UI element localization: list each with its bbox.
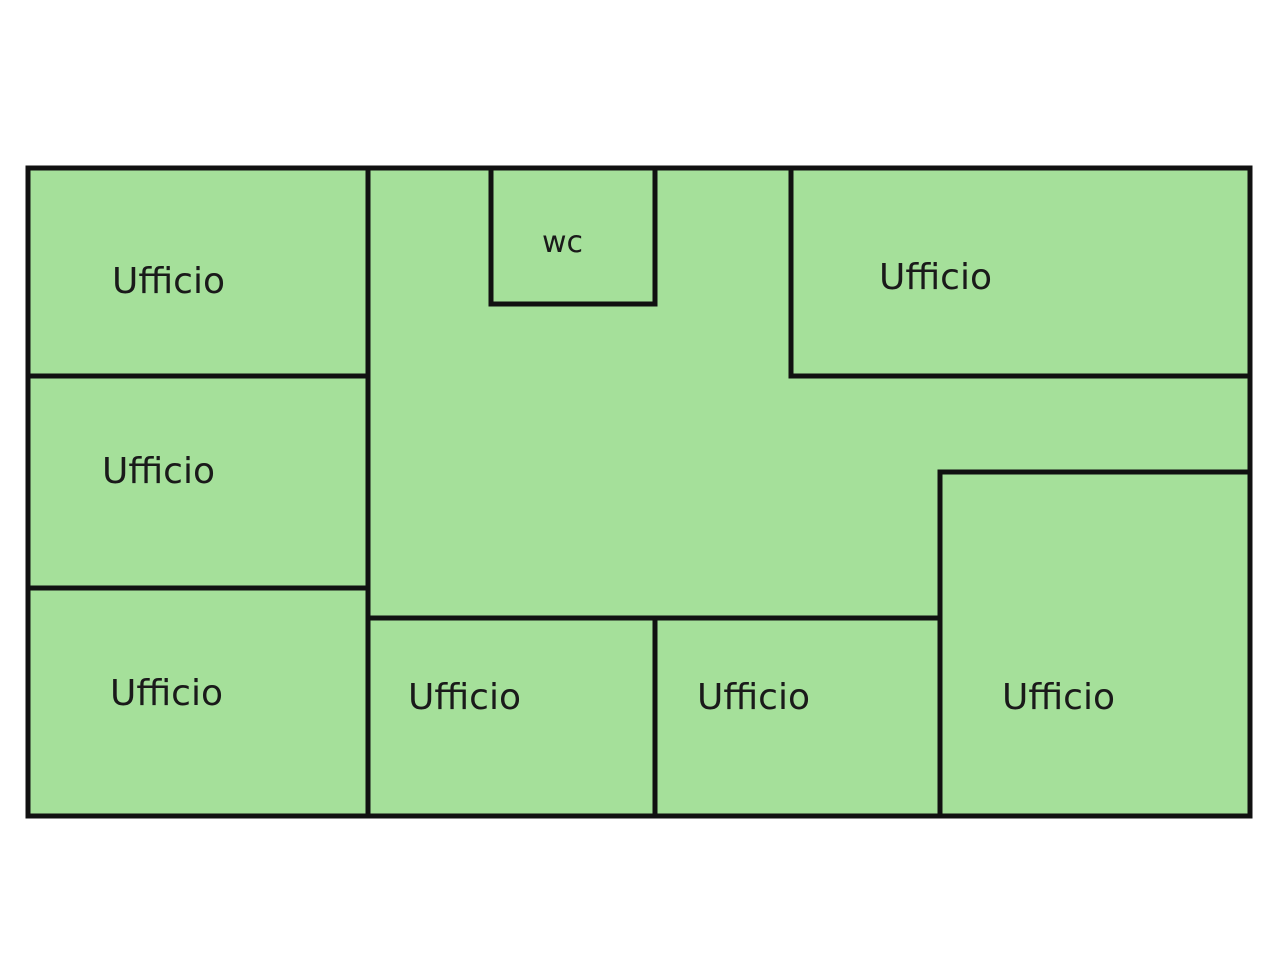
room-label-wc: wc: [542, 225, 583, 260]
outer-wall: [25, 165, 1253, 819]
room-label-office-mid-left: Ufficio: [102, 451, 215, 492]
room-label-office-top-right: Ufficio: [879, 257, 992, 298]
room-label-office-bottom-left: Ufficio: [110, 673, 223, 714]
floor-area: [28, 168, 1250, 816]
walls: [25, 165, 1253, 819]
room-label-office-bottom-right: Ufficio: [1002, 677, 1115, 718]
room-label-office-bottom-center-right: Ufficio: [697, 677, 810, 718]
room-label-office-top-left: Ufficio: [112, 261, 225, 302]
room-labels: Ufficio Ufficio Ufficio wc Ufficio Uffic…: [102, 225, 1115, 718]
room-label-office-bottom-center-left: Ufficio: [408, 677, 521, 718]
